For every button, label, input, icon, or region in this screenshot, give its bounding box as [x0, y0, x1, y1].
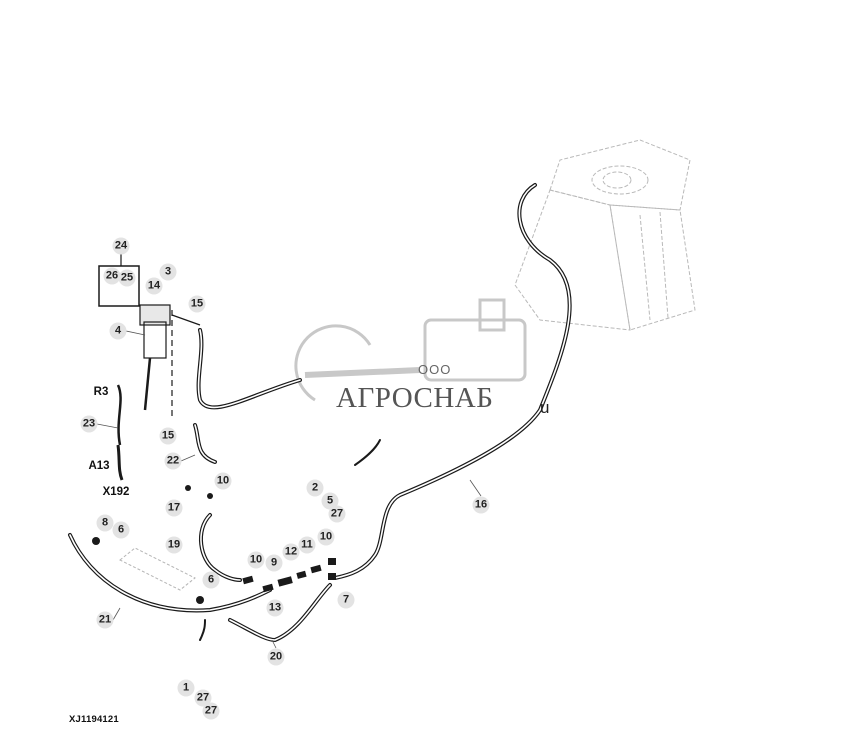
callout-24: 24 — [112, 237, 130, 255]
callout-23: 23 — [80, 415, 98, 433]
callout-10: 10 — [214, 472, 232, 490]
watermark-company-name: АГРОСНАБ — [336, 382, 494, 414]
watermark-trailing-char: u — [540, 398, 550, 417]
callout-25: 25 — [118, 269, 136, 287]
connector-label-r3: R3 — [93, 386, 109, 398]
watermark-company-prefix: ООО — [418, 362, 452, 377]
callout-8: 8 — [96, 514, 114, 532]
callout-10: 10 — [247, 551, 265, 569]
callout-19: 19 — [165, 536, 183, 554]
connector-label-a13: A13 — [88, 460, 110, 472]
callout-9: 9 — [265, 554, 283, 572]
callout-1: 1 — [177, 679, 195, 697]
callout-15: 15 — [159, 427, 177, 445]
callout-3: 3 — [159, 263, 177, 281]
callout-12: 12 — [282, 543, 300, 561]
callout-6: 6 — [202, 571, 220, 589]
callout-27: 27 — [202, 702, 220, 720]
fittings — [92, 485, 336, 604]
fuel-tank-outline — [514, 139, 696, 331]
callout-26: 26 — [103, 267, 121, 285]
leader-lines — [96, 330, 482, 649]
callout-11: 11 — [298, 536, 316, 554]
callout-20: 20 — [267, 648, 285, 666]
callout-22: 22 — [164, 452, 182, 470]
fuel-filter — [98, 254, 201, 481]
callout-4: 4 — [109, 322, 127, 340]
callout-6: 6 — [112, 521, 130, 539]
callout-15: 15 — [188, 295, 206, 313]
callout-27: 27 — [194, 689, 212, 707]
watermark-graphic — [294, 298, 527, 402]
callout-7: 7 — [337, 591, 355, 609]
ghost-filter-component — [119, 547, 196, 591]
figure-id: XJ1194121 — [69, 714, 119, 725]
callout-5: 5 — [321, 492, 339, 510]
connector-label-x192: X192 — [102, 486, 130, 498]
hose-lines — [68, 183, 572, 643]
callout-16: 16 — [472, 496, 490, 514]
callout-14: 14 — [145, 277, 163, 295]
callout-2: 2 — [306, 479, 324, 497]
callout-13: 13 — [266, 599, 284, 617]
callout-17: 17 — [165, 499, 183, 517]
callout-21: 21 — [96, 611, 114, 629]
callout-10: 10 — [317, 528, 335, 546]
callout-27: 27 — [328, 505, 346, 523]
